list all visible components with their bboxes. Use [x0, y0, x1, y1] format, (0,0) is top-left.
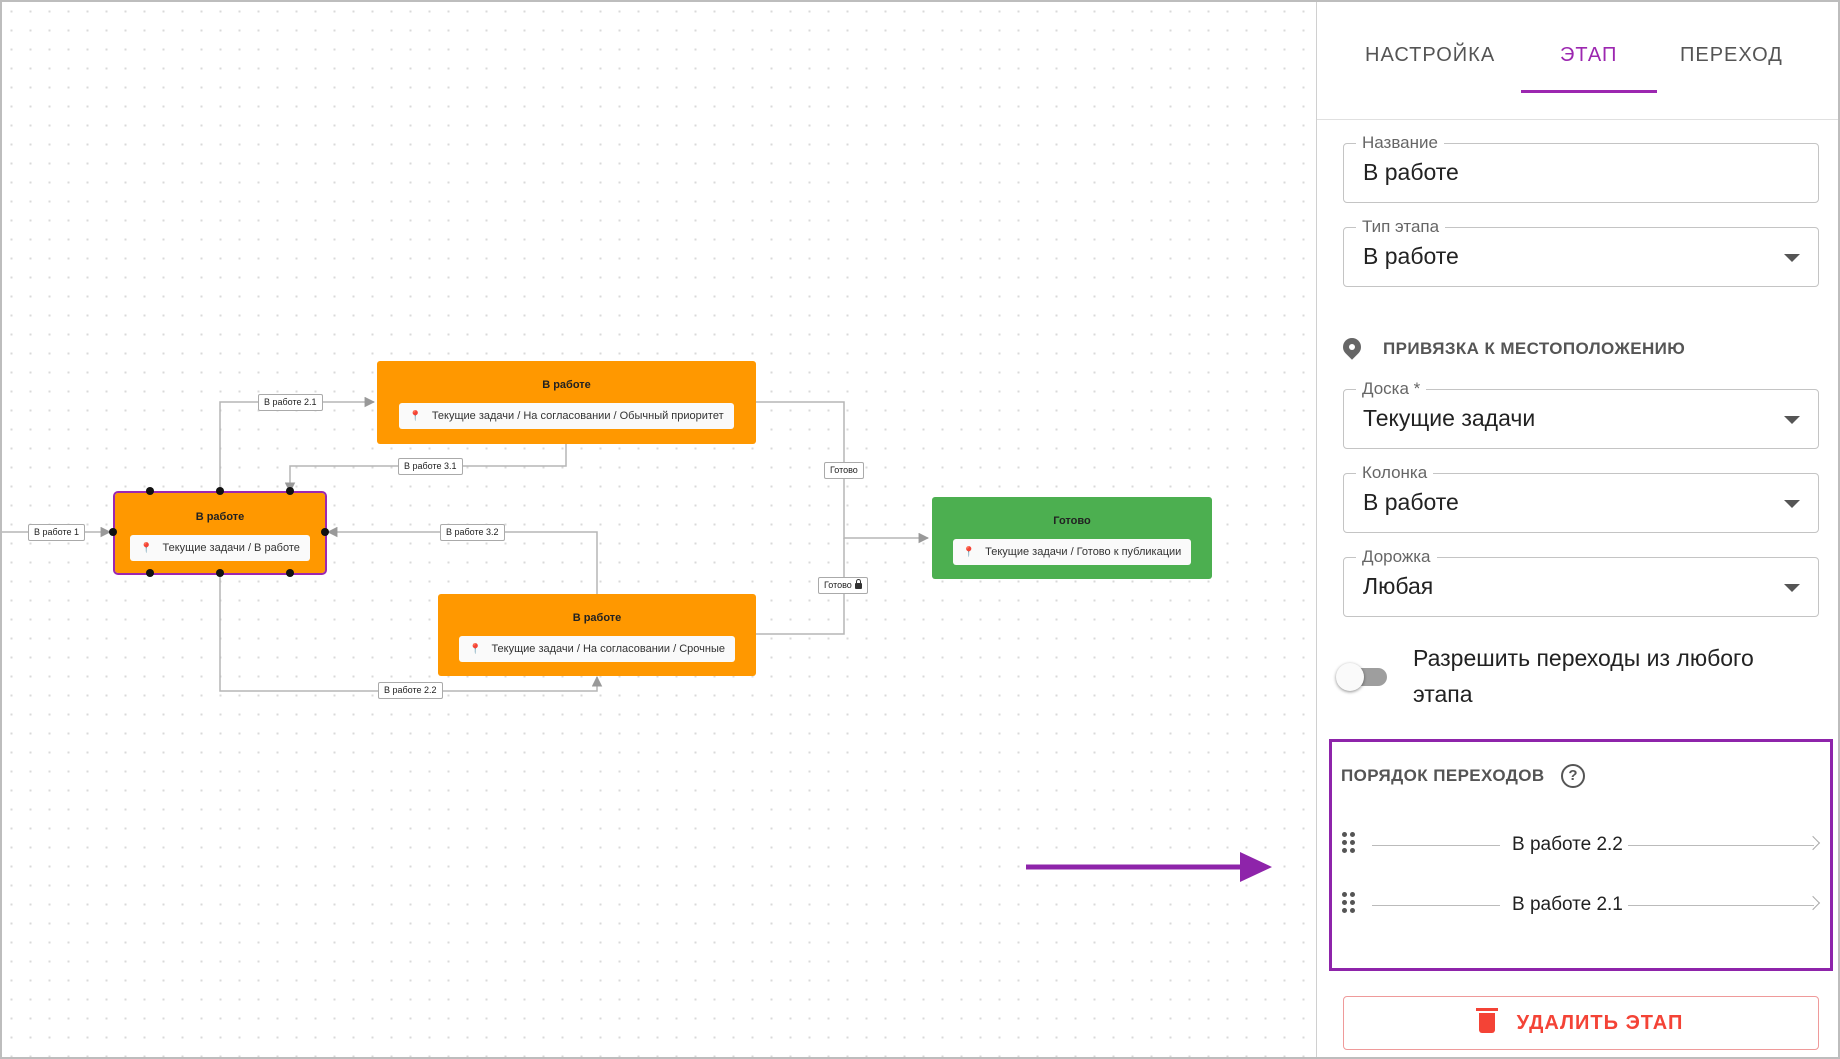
order-line	[1628, 845, 1814, 846]
stage-node[interactable]: В работе 📍 Текущие задачи / На согласован…	[438, 594, 756, 676]
transition-order-item[interactable]: В работе 2.2	[1342, 830, 1821, 860]
edge-v-rabote-3-2	[326, 526, 598, 594]
field-label: Тип этапа	[1356, 217, 1446, 237]
location-pin-icon: 📍	[140, 542, 153, 554]
stage-type-select[interactable]: Тип этапа В работе	[1343, 217, 1819, 287]
annotation-arrow	[1026, 852, 1272, 882]
edge-v-rabote-2-1	[219, 396, 376, 490]
field-label: Дорожка	[1356, 547, 1437, 567]
stage-location: 📍 Текущие задачи / В работе	[130, 535, 310, 561]
order-line	[1372, 905, 1500, 906]
trash-icon	[1475, 1008, 1498, 1033]
field-label: Название	[1356, 133, 1444, 153]
delete-stage-button[interactable]: УДАЛИТЬ ЭТАП	[1343, 996, 1819, 1050]
location-pin-icon: 📍	[962, 546, 976, 558]
stage-title: В работе	[195, 511, 245, 523]
stage-location: 📍 Текущие задачи / На согласовании / Обыч…	[399, 403, 734, 429]
field-value: В работе	[1363, 243, 1459, 269]
connection-handle[interactable]	[216, 487, 224, 495]
connection-handle[interactable]	[109, 528, 117, 536]
location-pin-icon	[1339, 334, 1365, 360]
location-pin-icon: 📍	[468, 643, 482, 655]
stage-location-text: Текущие задачи / Готово к публикации	[985, 546, 1182, 558]
edge-label-text: Готово	[824, 580, 852, 590]
edge-gotovo-2	[756, 538, 845, 635]
stage-title: Готово	[1053, 515, 1091, 527]
edge-label[interactable]: В работе 3.1	[398, 458, 463, 475]
edge-label-locked[interactable]: Готово	[818, 577, 868, 594]
dropdown-arrow-icon	[1784, 254, 1800, 262]
dropdown-arrow-icon	[1784, 500, 1800, 508]
lane-select[interactable]: Дорожка Любая	[1343, 547, 1819, 617]
column-select[interactable]: Колонка В работе	[1343, 463, 1819, 533]
stage-location-text: Текущие задачи / На согласовании / Срочн…	[491, 643, 726, 655]
transition-order-header: ПОРЯДОК ПЕРЕХОДОВ ?	[1341, 764, 1586, 788]
connection-handle[interactable]	[286, 487, 294, 495]
field-label: Колонка	[1356, 463, 1434, 483]
tab-settings[interactable]: НАСТРОЙКА	[1365, 44, 1496, 66]
location-pin-icon: 📍	[409, 410, 422, 422]
help-icon[interactable]: ?	[1561, 764, 1586, 788]
chevron-right-icon	[1805, 895, 1821, 911]
connection-handle[interactable]	[146, 487, 154, 495]
stage-location: 📍 Текущие задачи / На согласовании / Сроч…	[458, 636, 736, 662]
field-value: Любая	[1363, 573, 1434, 599]
tab-stage[interactable]: ЭТАП	[1560, 44, 1618, 66]
stage-title: В работе	[542, 379, 591, 391]
stage-location: 📍 Текущие задачи / Готово к публикации	[952, 539, 1192, 565]
edge-label[interactable]: В работе 2.1	[258, 394, 323, 411]
stage-title: В работе	[572, 612, 622, 624]
chevron-right-icon	[1805, 835, 1821, 851]
order-line	[1372, 845, 1500, 846]
connection-handle[interactable]	[216, 569, 224, 577]
field-value: В работе	[1363, 159, 1459, 185]
edge-label[interactable]: В работе 1	[28, 524, 86, 541]
dropdown-arrow-icon	[1784, 416, 1800, 424]
transition-order-section: ПОРЯДОК ПЕРЕХОДОВ ? В работе 2.2	[1329, 739, 1833, 971]
field-label: Доска *	[1356, 379, 1427, 399]
panel-tabs: НАСТРОЙКА ЭТАП ПЕРЕХОД	[1317, 2, 1838, 120]
dropdown-arrow-icon	[1784, 584, 1800, 592]
drag-handle-icon[interactable]	[1342, 892, 1356, 914]
transition-name: В работе 2.1	[1512, 894, 1623, 915]
edge-label[interactable]: Готово	[824, 462, 864, 479]
connection-handle[interactable]	[321, 528, 329, 536]
delete-stage-label: УДАЛИТЬ ЭТАП	[1516, 1011, 1684, 1034]
stage-location-text: Текущие задачи / На согласовании / Обычн…	[431, 410, 724, 422]
drag-handle-icon[interactable]	[1342, 832, 1356, 854]
toggle-knob[interactable]	[1336, 663, 1364, 691]
stage-location-text: Текущие задачи / В работе	[162, 542, 300, 554]
transition-order-title: ПОРЯДОК ПЕРЕХОДОВ	[1341, 766, 1545, 785]
connection-handle[interactable]	[146, 569, 154, 577]
stage-name-field[interactable]: Название В работе	[1343, 133, 1819, 203]
location-section-title: ПРИВЯЗКА К МЕСТОПОЛОЖЕНИЮ	[1383, 339, 1686, 358]
active-tab-indicator	[1521, 90, 1657, 93]
field-value: В работе	[1363, 489, 1459, 515]
allow-any-label: Разрешить переходы из любого этапа	[1413, 645, 1754, 707]
stage-node-selected[interactable]: В работе 📍 Текущие задачи / В работе	[113, 491, 327, 575]
edge-label[interactable]: В работе 2.2	[378, 682, 443, 699]
connection-handle[interactable]	[286, 569, 294, 577]
lock-icon	[854, 579, 862, 589]
order-line	[1628, 905, 1814, 906]
edge-label[interactable]: В работе 3.2	[440, 524, 505, 541]
stage-settings-panel: НАСТРОЙКА ЭТАП ПЕРЕХОД Название В работе…	[1316, 2, 1838, 1057]
tab-transition[interactable]: ПЕРЕХОД	[1680, 44, 1783, 66]
workflow-canvas[interactable]: В работе 📍 Текущие задачи / В работе В ра…	[2, 2, 1316, 1057]
transition-order-item[interactable]: В работе 2.1	[1342, 890, 1821, 920]
stage-node-done[interactable]: Готово 📍 Текущие задачи / Готово к публик…	[932, 497, 1212, 579]
stage-node[interactable]: В работе 📍 Текущие задачи / На согласован…	[377, 361, 756, 444]
transition-name: В работе 2.2	[1512, 834, 1623, 855]
field-value: Текущие задачи	[1363, 405, 1536, 431]
board-select[interactable]: Доска * Текущие задачи	[1343, 379, 1819, 449]
